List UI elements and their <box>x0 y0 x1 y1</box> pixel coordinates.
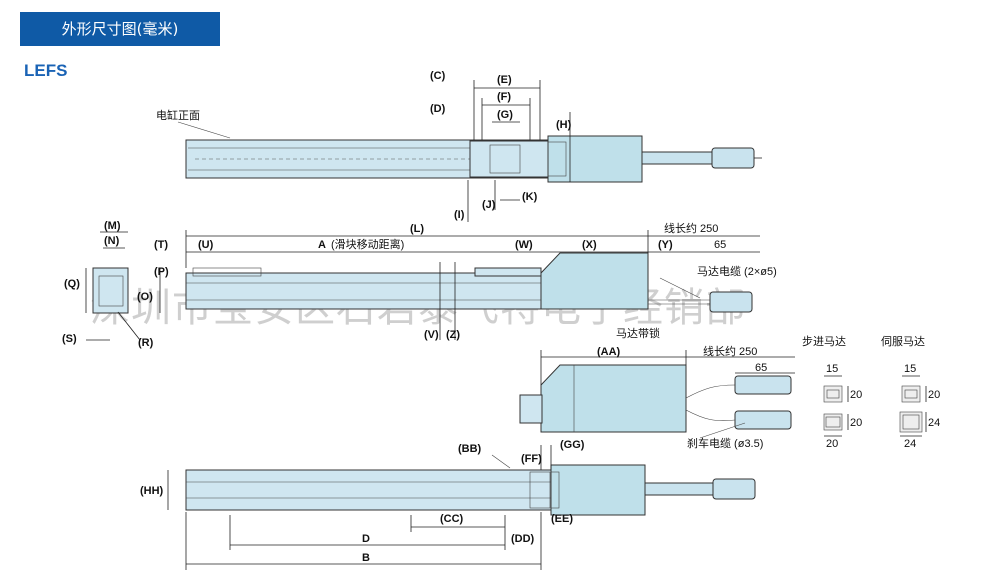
cable-65-label: 65 <box>714 239 726 251</box>
side-view-body <box>185 272 542 310</box>
dim-d-bottom: D <box>362 533 370 545</box>
dim-q: (Q) <box>64 278 80 290</box>
bottom-view <box>167 445 756 570</box>
dim-b: B <box>362 552 370 564</box>
dim-e: (E) <box>497 74 512 86</box>
stroke-label: (滑块移动距离) <box>331 237 404 251</box>
servo-height-20: 20 <box>928 389 940 401</box>
lock-cable-length-label: 线长约 250 <box>703 344 757 358</box>
dim-w: (W) <box>515 239 533 251</box>
dim-c: (C) <box>430 70 446 82</box>
dim-f: (F) <box>497 91 511 103</box>
brake-cable-label: 刹车电缆 (ø3.5) <box>687 436 763 450</box>
dim-k: (K) <box>522 191 538 203</box>
dim-j: (J) <box>482 199 496 211</box>
dim-o: (O) <box>137 291 153 303</box>
servo-connectors <box>899 375 927 437</box>
stepper-width-15: 15 <box>826 363 838 375</box>
dim-g: (G) <box>497 109 513 121</box>
top-view-slider <box>469 140 549 178</box>
dim-u: (U) <box>198 239 214 251</box>
side-view <box>85 230 760 341</box>
stepper-height-20a: 20 <box>850 389 862 401</box>
dim-hh: (HH) <box>140 485 164 497</box>
top-view-motor <box>547 135 643 183</box>
bottom-view-motor <box>550 464 646 516</box>
dim-cc: (CC) <box>440 513 464 525</box>
motor-cable-label: 马达电缆 (2×ø5) <box>697 265 777 278</box>
servo-motor-label: 伺服马达 <box>881 335 925 348</box>
stepper-width-20: 20 <box>826 438 838 450</box>
title-banner: 外形尺寸图(毫米) <box>20 12 220 46</box>
dim-dd: (DD) <box>511 533 535 545</box>
servo-width-24: 24 <box>904 438 916 450</box>
stepper-connectors <box>823 375 849 437</box>
page-title: 外形尺寸图(毫米) <box>61 20 179 38</box>
stepper-motor-label: 步进马达 <box>802 335 846 348</box>
motor-with-lock-label: 马达带锁 <box>616 326 660 340</box>
bottom-view-body <box>185 469 552 511</box>
dim-a: A <box>318 239 326 251</box>
dim-gg: (GG) <box>560 439 585 451</box>
front-face-label: 电缸正面 <box>156 108 200 122</box>
dim-d: (D) <box>430 103 446 115</box>
model-name: LEFS <box>24 61 68 80</box>
dim-ff: (FF) <box>521 453 542 465</box>
dim-v: (V) <box>424 329 439 341</box>
dim-z: (Z) <box>446 329 460 341</box>
side-view-motor <box>540 252 649 310</box>
lock-motor-body <box>540 364 687 433</box>
dim-x: (X) <box>582 239 597 251</box>
cable-length-label: 线长约 250 <box>664 221 718 235</box>
dim-n: (N) <box>104 235 120 247</box>
dim-r: (R) <box>138 337 154 349</box>
servo-width-15: 15 <box>904 363 916 375</box>
dim-p: (P) <box>154 266 169 278</box>
dim-l: (L) <box>410 223 424 235</box>
dim-t: (T) <box>154 239 168 251</box>
motor-lock-view <box>519 350 795 439</box>
dim-h: (H) <box>556 119 572 131</box>
dim-i: (I) <box>454 209 465 221</box>
dim-y: (Y) <box>658 239 673 251</box>
dim-ee: (EE) <box>551 513 573 525</box>
dim-s: (S) <box>62 333 77 345</box>
dim-bb: (BB) <box>458 443 482 455</box>
dim-aa: (AA) <box>597 346 621 358</box>
stepper-height-20b: 20 <box>850 417 862 429</box>
top-view <box>177 80 762 222</box>
servo-height-24: 24 <box>928 417 940 429</box>
lock-cable-65-label: 65 <box>755 362 767 374</box>
dim-m: (M) <box>104 220 121 232</box>
